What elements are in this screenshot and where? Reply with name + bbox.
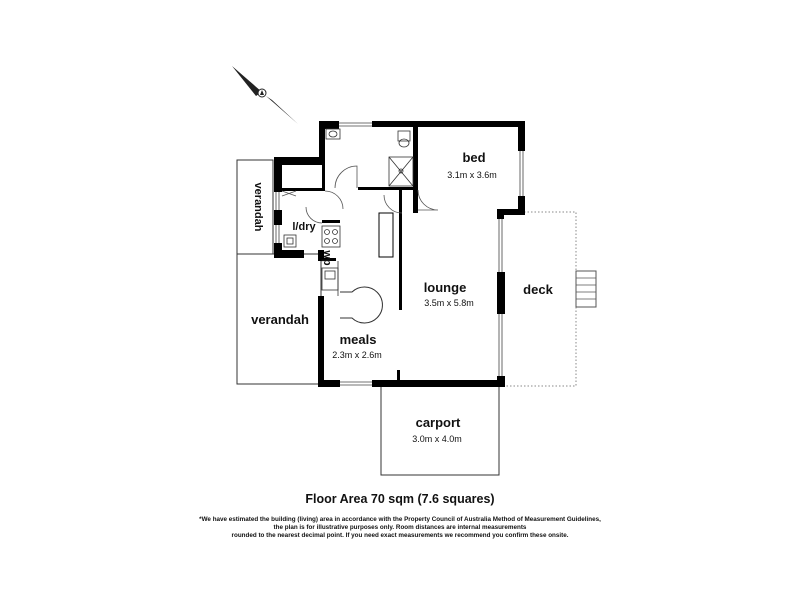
carport-dimensions: 3.0m x 4.0m xyxy=(412,434,462,444)
deck-area xyxy=(503,211,597,387)
disclaimer-line: *We have estimated the building (living)… xyxy=(199,516,601,523)
laundry-label: l/dry xyxy=(292,221,316,233)
disclaimer-text: *We have estimated the building (living)… xyxy=(150,516,650,540)
laundry-fixtures xyxy=(283,234,297,248)
doors xyxy=(281,165,439,224)
bed-label: bed xyxy=(462,150,485,165)
bed-dimensions: 3.1m x 3.6m xyxy=(447,170,497,180)
floor-area-caption: Floor Area 70 sqm (7.6 squares) xyxy=(305,492,495,506)
kitchen-fixtures xyxy=(321,225,341,296)
interior-walls xyxy=(282,127,418,380)
meals-dimensions: 2.3m x 2.6m xyxy=(332,350,382,360)
carport-label: carport xyxy=(416,415,461,430)
verandah-upper-label: verandah xyxy=(252,183,264,232)
exterior-walls xyxy=(274,121,525,387)
lounge-label: lounge xyxy=(424,280,467,295)
verandah-lower-label: verandah xyxy=(251,312,309,327)
carport-area xyxy=(380,385,500,476)
disclaimer-line: rounded to the nearest decimal point. If… xyxy=(231,532,569,539)
lounge-dimensions: 3.5m x 5.8m xyxy=(424,298,474,308)
north-arrow-icon xyxy=(232,66,298,124)
bathroom-fixtures xyxy=(325,128,414,187)
meals-label: meals xyxy=(340,332,377,347)
deck-label: deck xyxy=(523,282,553,297)
meals-table xyxy=(340,286,383,324)
disclaimer-line: the plan is for illustrative purposes on… xyxy=(273,524,527,531)
wash-label: wp xyxy=(321,249,333,266)
windows xyxy=(275,122,524,386)
